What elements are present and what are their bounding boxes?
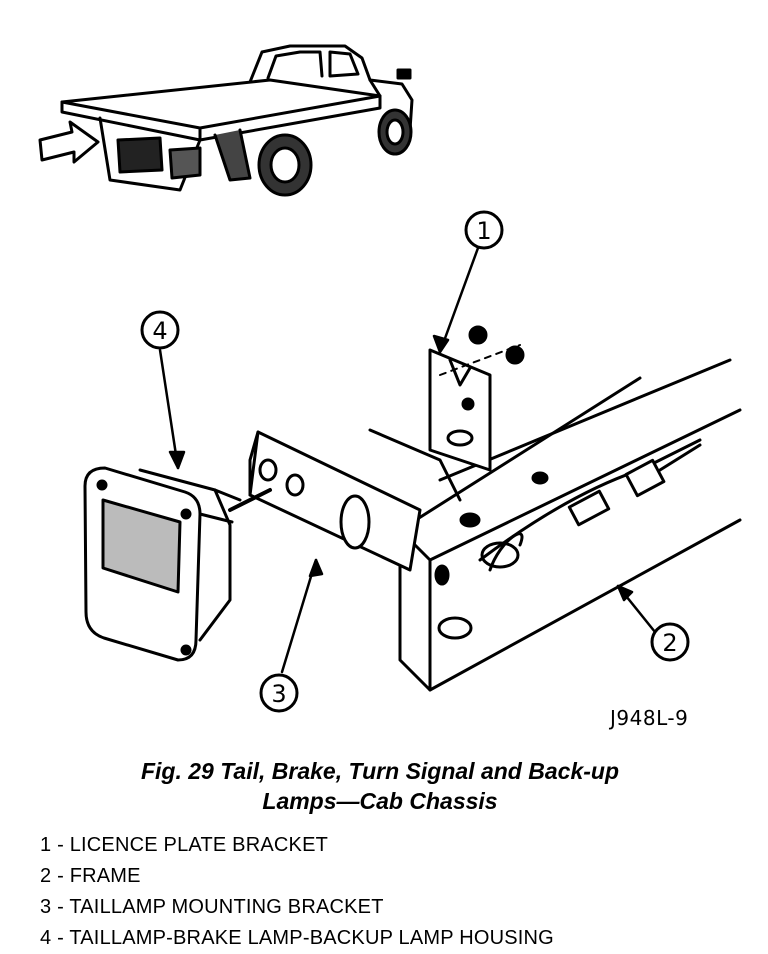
callout-4: 4 bbox=[140, 310, 180, 350]
drawing-id: J948L-9 bbox=[610, 706, 689, 730]
legend-item-4: 4 - TAILLAMP-BRAKE LAMP-BACKUP LAMP HOUS… bbox=[40, 927, 554, 949]
svg-text:1: 1 bbox=[476, 217, 491, 245]
figure-caption: Fig. 29 Tail, Brake, Turn Signal and Bac… bbox=[40, 756, 720, 816]
wiring-harness bbox=[478, 438, 702, 572]
licence-plate-bracket bbox=[428, 325, 525, 472]
truck-overview bbox=[38, 44, 414, 197]
leader-line-4 bbox=[158, 348, 180, 470]
svg-text:3: 3 bbox=[271, 680, 286, 708]
callout-2: 2 bbox=[650, 622, 690, 662]
legend-item-1: 1 - LICENCE PLATE BRACKET bbox=[40, 834, 329, 856]
taillamp-mounting-bracket bbox=[248, 428, 462, 572]
callout-1: 1 bbox=[464, 210, 504, 250]
legend-item-2: 2 - FRAME bbox=[40, 865, 141, 887]
taillamp-housing bbox=[83, 466, 272, 662]
caption-line-2: Lamps—Cab Chassis bbox=[262, 788, 498, 814]
svg-text:2: 2 bbox=[662, 629, 677, 657]
diagram-illustration: 1 2 3 4 bbox=[38, 44, 742, 713]
leader-line-1 bbox=[438, 246, 480, 354]
legend-item-3: 3 - TAILLAMP MOUNTING BRACKET bbox=[40, 896, 384, 918]
svg-text:4: 4 bbox=[152, 317, 167, 345]
leader-line-3 bbox=[280, 558, 318, 674]
caption-line-1: Fig. 29 Tail, Brake, Turn Signal and Bac… bbox=[140, 758, 619, 784]
legend-list: 1 - LICENCE PLATE BRACKET 2 - FRAME 3 - … bbox=[40, 830, 740, 954]
callout-3: 3 bbox=[259, 673, 299, 713]
